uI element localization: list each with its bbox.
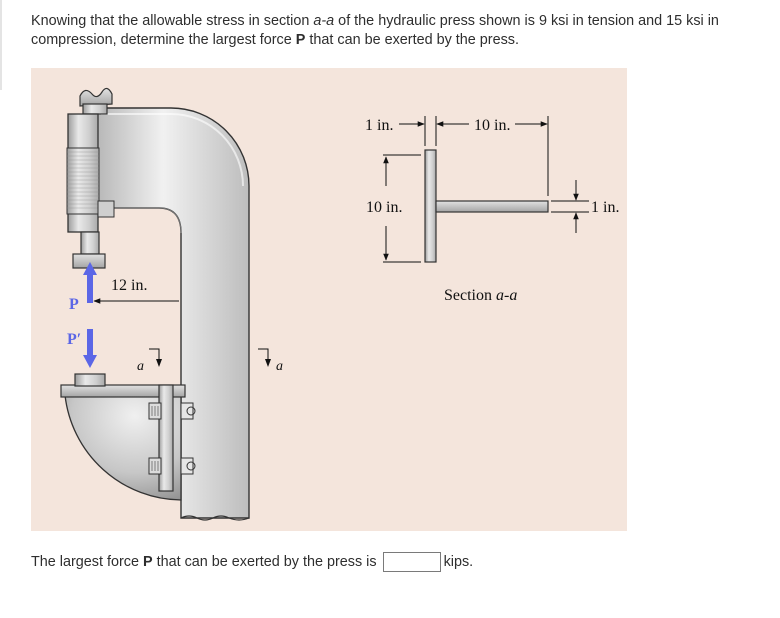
bolt-upper (148, 402, 196, 420)
hydraulic-press-figure: P P′ 12 in. a a (31, 68, 627, 531)
problem-statement: Knowing that the allowable stress in sec… (31, 12, 771, 50)
answer-force-symbol: P (142, 554, 153, 570)
force-arrow-p-prime (83, 329, 97, 368)
web-height-label: 10 in. (366, 199, 402, 216)
hydraulic-cylinder (66, 87, 115, 269)
section-caption-name: a-a (496, 287, 517, 304)
flange-width-label: 10 in. (474, 117, 510, 134)
force-label-p: P (69, 296, 79, 313)
section-caption: Section a-a (444, 287, 517, 304)
left-border-rule (0, 0, 2, 90)
section-caption-prefix: Section (444, 287, 496, 304)
section-top-dimensions (399, 116, 549, 196)
question-text-2: of the hydraulic press shown is 9 ksi in… (31, 13, 719, 48)
web-thickness-label: 1 in. (591, 199, 619, 216)
question-text-3: that can be exerted by the press. (305, 32, 519, 48)
t-section-drawing (424, 149, 549, 263)
web-thickness-dimension (551, 180, 589, 233)
figure-drawing: P P′ 12 in. a a (60, 87, 619, 521)
section-cut-label-right: a (276, 359, 283, 374)
section-name-italic: a-a (313, 13, 335, 29)
force-arrow-p (83, 262, 97, 303)
bolt-lower (148, 457, 196, 475)
section-height-dimension (383, 154, 421, 263)
answer-row: The largest force P that can be exerted … (31, 551, 473, 573)
question-text-1: Knowing that the allowable stress in sec… (31, 13, 314, 29)
section-cut-label-left: a (137, 359, 144, 374)
answer-middle-text: that can be exerted by the press is (152, 554, 377, 571)
section-cut-right (258, 348, 271, 367)
flange-thickness-label: 1 in. (365, 117, 393, 134)
answer-unit: kips. (443, 554, 474, 571)
answer-prefix: The largest force (31, 554, 143, 571)
offset-label: 12 in. (111, 277, 147, 294)
answer-input[interactable] (382, 552, 441, 573)
force-label-p-prime: P′ (67, 331, 81, 348)
force-symbol: P (295, 32, 306, 48)
press-table (60, 373, 196, 501)
section-cut-left (149, 348, 162, 367)
press-frame (92, 107, 250, 521)
